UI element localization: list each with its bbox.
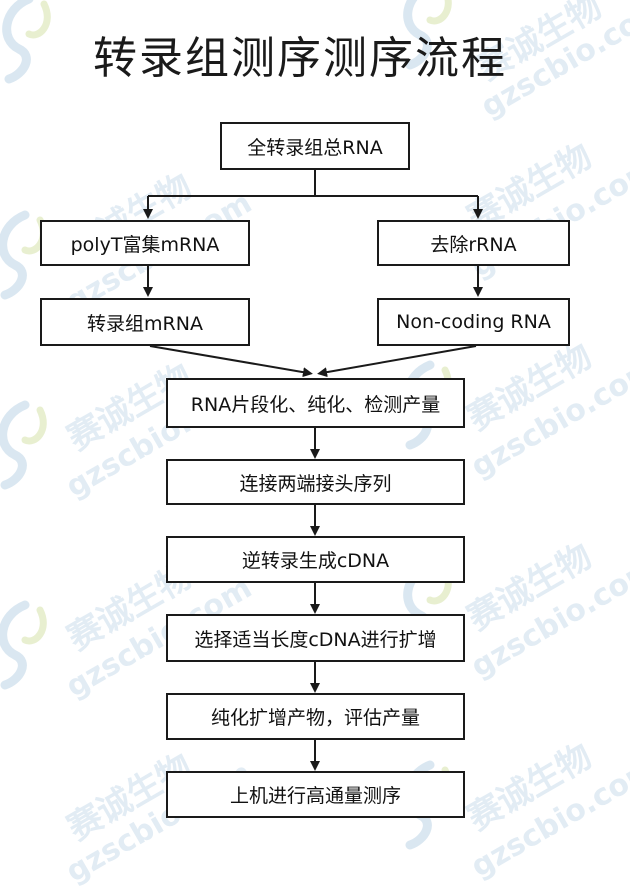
right-remove-node: 去除rRNA — [377, 220, 570, 266]
step-6-node: 上机进行高通量测序 — [166, 771, 465, 818]
step-5-label: 纯化扩增产物，评估产量 — [210, 707, 420, 729]
step-4-node: 选择适当长度cDNA进行扩增 — [166, 614, 465, 662]
arrow-right-result-to-step1 — [317, 345, 477, 378]
right-remove-label: 去除rRNA — [430, 233, 517, 256]
start-node: 全转录组总RNA — [220, 122, 410, 170]
left-result-node: 转录组mRNA — [40, 298, 250, 346]
step-3-label: 逆转录生成cDNA — [241, 550, 390, 572]
step-5-node: 纯化扩增产物，评估产量 — [166, 693, 465, 740]
flow-connectors — [143, 170, 483, 771]
right-result-label: Non-coding RNA — [396, 311, 551, 333]
step-4-label: 选择适当长度cDNA进行扩增 — [194, 628, 437, 651]
arrow-left-result-to-step1 — [149, 345, 313, 378]
start-node-label: 全转录组总RNA — [247, 136, 383, 159]
left-result-label: 转录组mRNA — [87, 312, 203, 335]
step-6-label: 上机进行高通量测序 — [229, 785, 401, 807]
step-2-node: 连接两端接头序列 — [166, 459, 465, 505]
page-title: 转录组测序测序流程 — [93, 33, 507, 84]
left-enrich-node: polyT富集mRNA — [40, 220, 250, 266]
step-1-label: RNA片段化、纯化、检测产量 — [190, 393, 441, 416]
step-1-node: RNA片段化、纯化、检测产量 — [166, 378, 465, 428]
step-3-node: 逆转录生成cDNA — [166, 536, 465, 583]
left-enrich-label: polyT富集mRNA — [70, 233, 220, 256]
right-result-node: Non-coding RNA — [377, 298, 570, 346]
step-2-label: 连接两端接头序列 — [239, 472, 392, 495]
